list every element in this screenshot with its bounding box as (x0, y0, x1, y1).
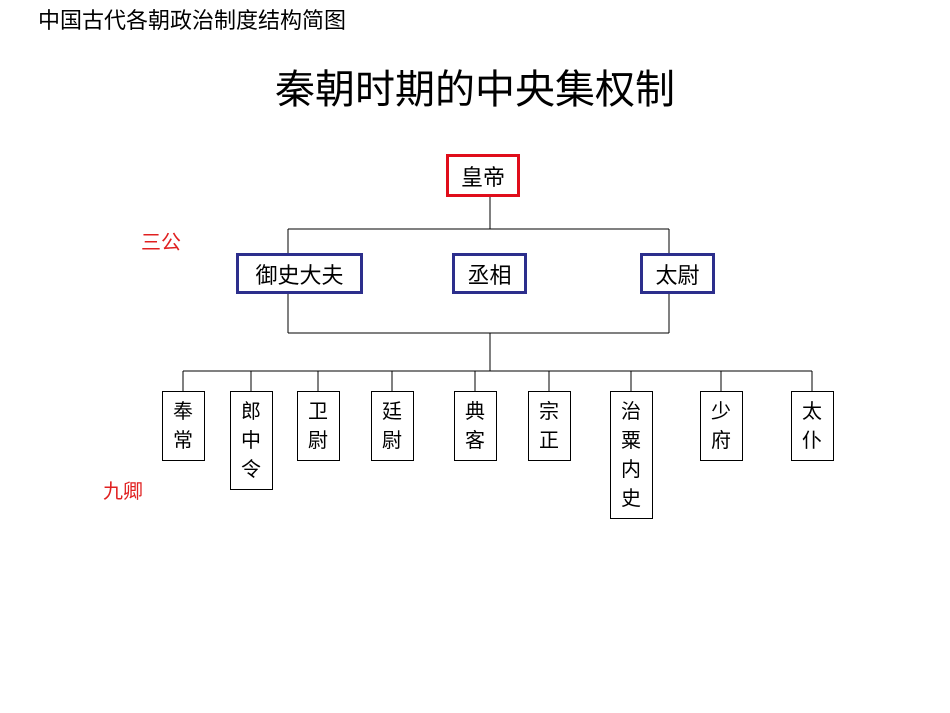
sangong-node-chengxiang: 丞相 (452, 253, 527, 294)
jiuqing-node-shaofu: 少府 (699, 391, 743, 461)
jiuqing-node-taipu: 太仆 (790, 391, 834, 461)
jiuqing-node-zhisuneishi: 治粟内史 (609, 391, 653, 519)
jiuqing-node-tingwei: 廷尉 (370, 391, 414, 461)
emperor-node: 皇帝 (446, 154, 520, 197)
sangong-node-taiwei: 太尉 (640, 253, 715, 294)
jiuqing-node-langzhongling: 郎中令 (229, 391, 273, 490)
sangong-node-yushidafu: 御史大夫 (236, 253, 363, 294)
jiuqing-node-fengchang: 奉常 (161, 391, 205, 461)
jiuqing-node-dianke: 典客 (453, 391, 497, 461)
sangong-label: 三公 (141, 230, 181, 254)
jiuqing-node-zongzheng: 宗正 (527, 391, 571, 461)
page-title: 秦朝时期的中央集权制 (275, 67, 675, 113)
jiuqing-node-weiwei: 卫尉 (296, 391, 340, 461)
page-header: 中国古代各朝政治制度结构简图 (38, 9, 347, 34)
jiuqing-label: 九卿 (103, 479, 143, 503)
